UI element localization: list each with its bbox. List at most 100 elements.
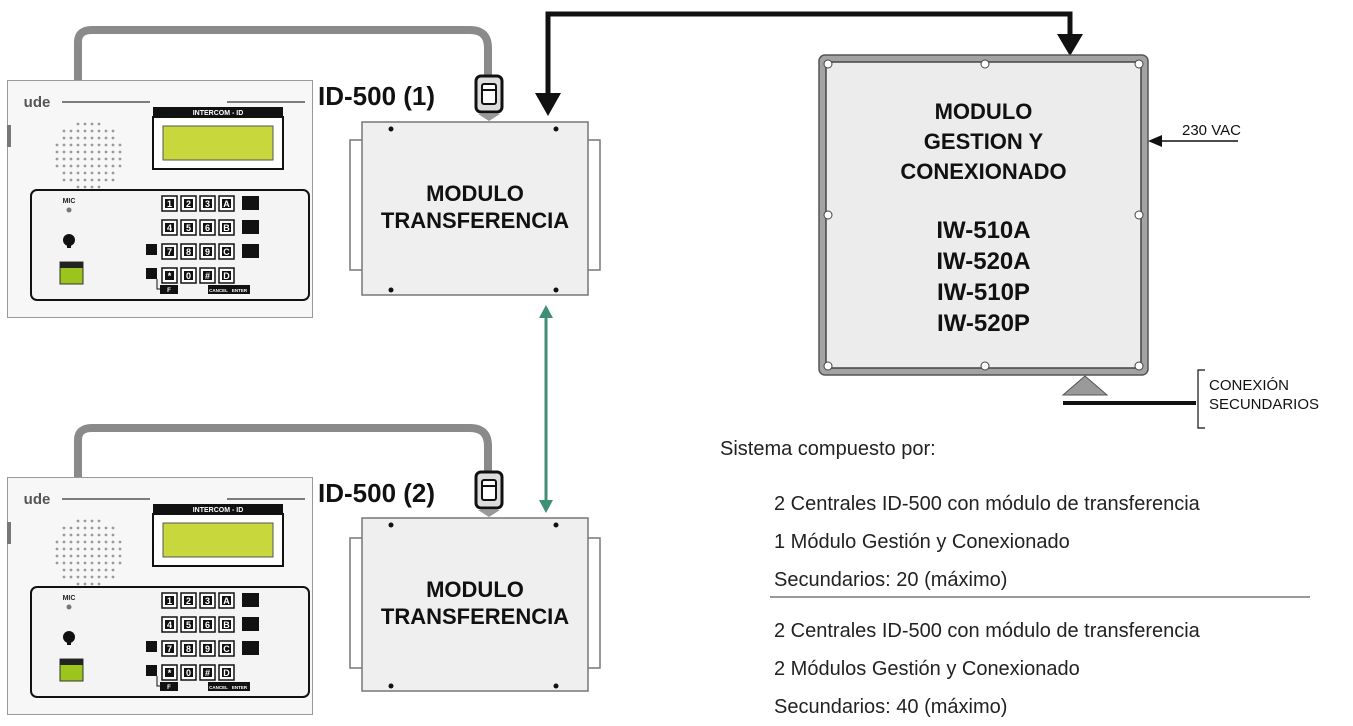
label-id500-1: ID-500 (1) xyxy=(318,81,436,111)
key-label: 1 xyxy=(167,199,172,209)
func-key-enter xyxy=(229,682,250,691)
key-label: 2 xyxy=(186,596,191,606)
config-2-line-1: 2 Centrales ID-500 con módulo de transfe… xyxy=(774,620,1200,642)
gestion-line-1: MODULO xyxy=(934,99,1033,124)
model-3: IW-510P xyxy=(937,279,1030,306)
secondary-line-2: SECUNDARIOS xyxy=(1209,396,1320,413)
power-label: 230 VAC xyxy=(1182,122,1241,139)
secondary-bracket xyxy=(1197,369,1205,429)
func-key-cancel xyxy=(208,285,229,294)
key-label: 0 xyxy=(186,271,191,281)
connector-1-icon xyxy=(474,74,504,121)
key-label: D xyxy=(223,271,230,281)
config-2-line-2: 2 Módulos Gestión y Conexionado xyxy=(774,658,1080,680)
key-label: # xyxy=(205,668,210,678)
call-up-icon xyxy=(242,641,259,655)
func-key-cancel xyxy=(208,682,229,691)
key-label: 3 xyxy=(205,199,210,209)
gestion-line-3: CONEXIONADO xyxy=(900,159,1067,184)
config-2-line-3: Secundarios: 40 (máximo) xyxy=(774,696,1008,718)
key-label: 9 xyxy=(205,644,210,654)
gestion-title: MODULO GESTION Y CONEXIONADO xyxy=(826,97,1141,187)
key-label: 4 xyxy=(167,223,172,233)
brand-logo: ude xyxy=(24,94,51,111)
config-1: 2 Centrales ID-500 con módulo de transfe… xyxy=(774,485,1200,599)
key-label: B xyxy=(223,620,230,630)
key-label: 1 xyxy=(167,596,172,606)
key-label: # xyxy=(205,271,210,281)
config-1-line-3: Secundarios: 20 (máximo) xyxy=(774,569,1008,591)
func-key-f xyxy=(160,682,178,691)
func-key-label: ENTER xyxy=(232,685,248,690)
transfer-1-line-1: MODULO xyxy=(426,181,524,206)
connector-2-icon xyxy=(474,470,504,517)
key-label: 5 xyxy=(186,223,191,233)
transfer-link-arrow-up xyxy=(539,305,553,318)
open-door-icon xyxy=(242,196,259,210)
model-1: IW-510A xyxy=(936,217,1031,244)
secondary-label: CONEXIÓN SECUNDARIOS xyxy=(1209,376,1319,414)
speaker-grille-icon xyxy=(55,122,122,189)
func-key-label: F xyxy=(167,685,171,691)
secondary-triangle-icon xyxy=(1061,375,1109,396)
cable-2 xyxy=(74,424,492,480)
transfer-link-arrow-down xyxy=(539,500,553,513)
key-label: 7 xyxy=(167,644,172,654)
model-2: IW-520A xyxy=(936,248,1031,275)
key-label: 4 xyxy=(167,620,172,630)
bus-link xyxy=(545,11,1073,98)
func-key-label: F xyxy=(167,288,171,294)
key-label: * xyxy=(168,668,172,678)
config-1-line-2: 1 Módulo Gestión y Conexionado xyxy=(774,531,1070,553)
key-label: C xyxy=(223,247,230,257)
key-label: C xyxy=(223,644,230,654)
arrow-up-icon xyxy=(146,244,157,255)
transfer-2-line-2: TRANSFERENCIA xyxy=(380,604,570,629)
power-arrow-icon xyxy=(1148,135,1162,147)
key-label: D xyxy=(223,668,230,678)
key-label: 8 xyxy=(186,247,191,257)
gestion-line-2: GESTION Y xyxy=(923,129,1044,154)
arrow-down-icon xyxy=(146,665,157,676)
func-key-label: ENTER xyxy=(232,288,248,293)
transfer-module-2 xyxy=(349,517,601,692)
model-4: IW-520P xyxy=(937,310,1030,337)
key-label: A xyxy=(223,596,230,606)
diagram-canvas xyxy=(74,11,1310,692)
mic-label: MIC xyxy=(63,198,76,205)
arrow-up-icon xyxy=(146,641,157,652)
func-key-enter xyxy=(229,285,250,294)
transfer-2-line-1: MODULO xyxy=(426,577,524,602)
key-label: 9 xyxy=(205,247,210,257)
func-key-label: CANCEL xyxy=(209,288,228,293)
display-title: INTERCOM - ID xyxy=(193,507,244,514)
key-label: 3 xyxy=(205,596,210,606)
key-label: * xyxy=(168,271,172,281)
system-title: Sistema compuesto por: xyxy=(720,438,936,460)
display-title: INTERCOM - ID xyxy=(193,110,244,117)
call-up-icon xyxy=(242,244,259,258)
transfer-module-1 xyxy=(349,121,601,296)
bus-arrow-down-left xyxy=(535,93,561,116)
open-door-icon xyxy=(242,593,259,607)
mic-label: MIC xyxy=(63,595,76,602)
cable-1 xyxy=(74,26,492,82)
key-label: 5 xyxy=(186,620,191,630)
key-label: 2 xyxy=(186,199,191,209)
label-id500-2: ID-500 (2) xyxy=(318,478,436,508)
key-label: B xyxy=(223,223,230,233)
transfer-1-line-2: TRANSFERENCIA xyxy=(380,208,570,233)
secondary-line-1: CONEXIÓN xyxy=(1209,377,1290,394)
key-label: 6 xyxy=(205,620,210,630)
key-label: 0 xyxy=(186,668,191,678)
key-label: A xyxy=(223,199,230,209)
call-down-icon xyxy=(242,220,259,234)
transfer-1-text: MODULO TRANSFERENCIA xyxy=(362,180,588,234)
func-key-f xyxy=(160,285,178,294)
call-down-icon xyxy=(242,617,259,631)
brand-logo: ude xyxy=(24,491,51,508)
